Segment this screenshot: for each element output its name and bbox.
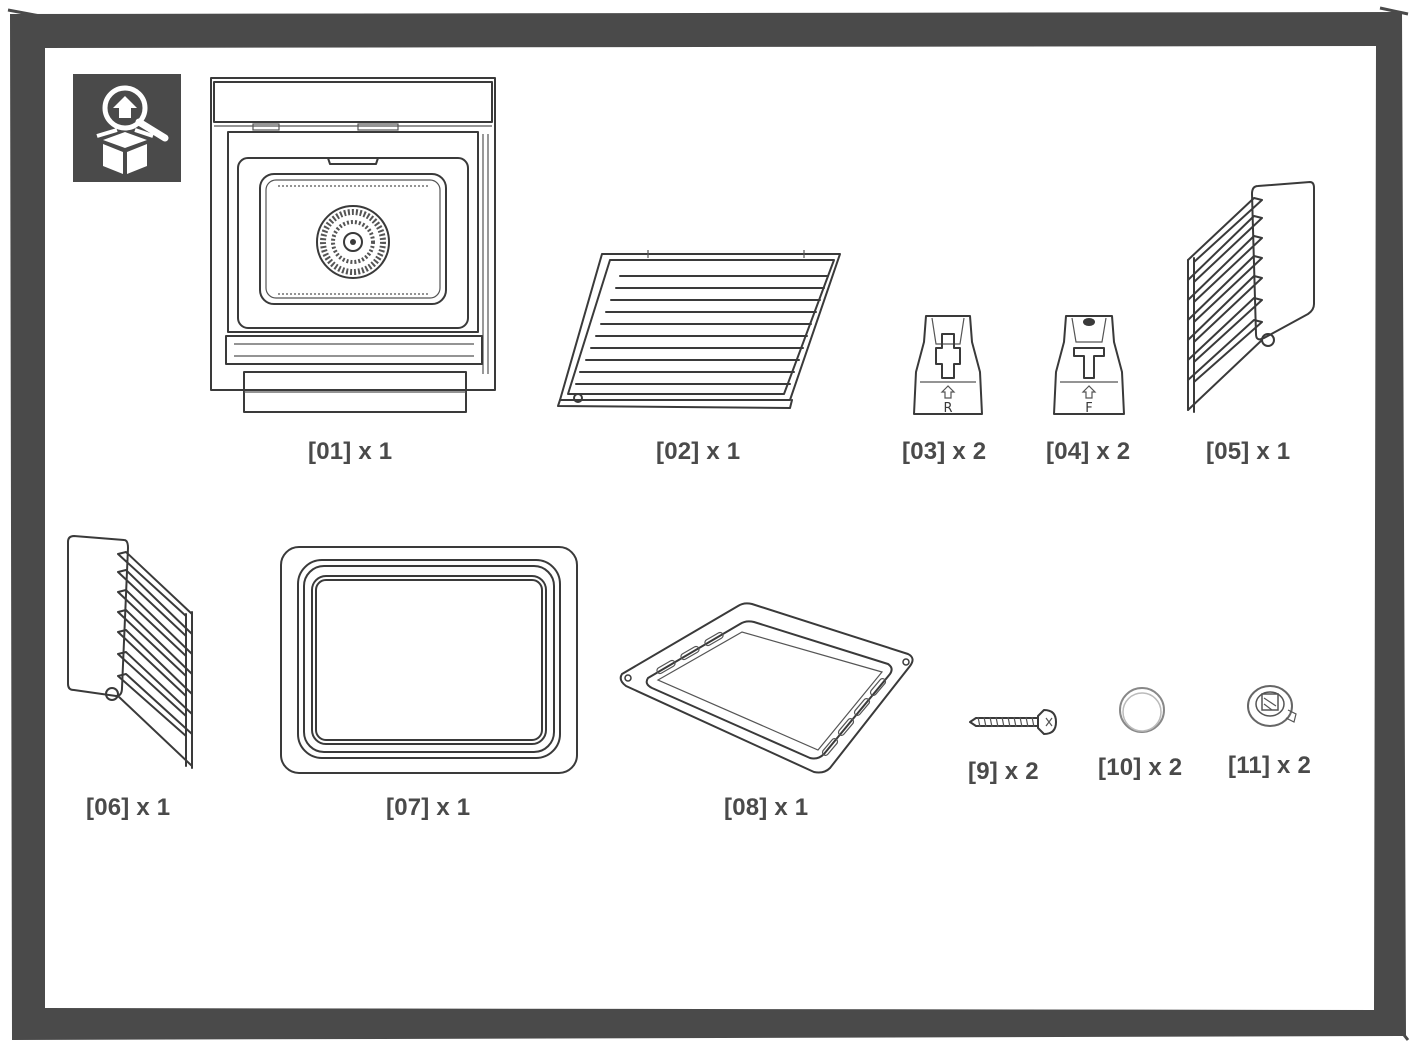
shallow-baking-tray: [619, 602, 914, 774]
item-label-05: [05] x 1: [1206, 438, 1291, 465]
item-label-06: [06] x 1: [86, 794, 171, 821]
front-rail-bracket: F: [1053, 315, 1125, 416]
item-label-08: [08] x 1: [724, 794, 809, 821]
fixing-clip: [1247, 685, 1297, 727]
right-rail-bracket: R: [913, 315, 983, 416]
left-side-wire-rack: [67, 535, 193, 769]
screw: [969, 709, 1057, 735]
svg-text:F: F: [1085, 401, 1092, 416]
round-cap: [1119, 687, 1165, 733]
item-label-11: [11] x 2: [1228, 752, 1311, 779]
right-side-wire-rack: [1187, 181, 1315, 413]
built-in-oven: [210, 77, 496, 413]
item-label-9: [9] x 2: [968, 758, 1039, 785]
deep-baking-tray: [280, 546, 578, 774]
svg-text:R: R: [943, 401, 952, 416]
wire-grill-rack: [557, 250, 841, 409]
item-label-03: [03] x 2: [902, 438, 987, 465]
unpack-inspect-icon: [73, 74, 181, 182]
item-label-10: [10] x 2: [1098, 754, 1183, 781]
item-label-01: [01] x 1: [308, 438, 393, 465]
item-label-04: [04] x 2: [1046, 438, 1131, 465]
item-label-07: [07] x 1: [386, 794, 471, 821]
item-label-02: [02] x 1: [656, 438, 741, 465]
